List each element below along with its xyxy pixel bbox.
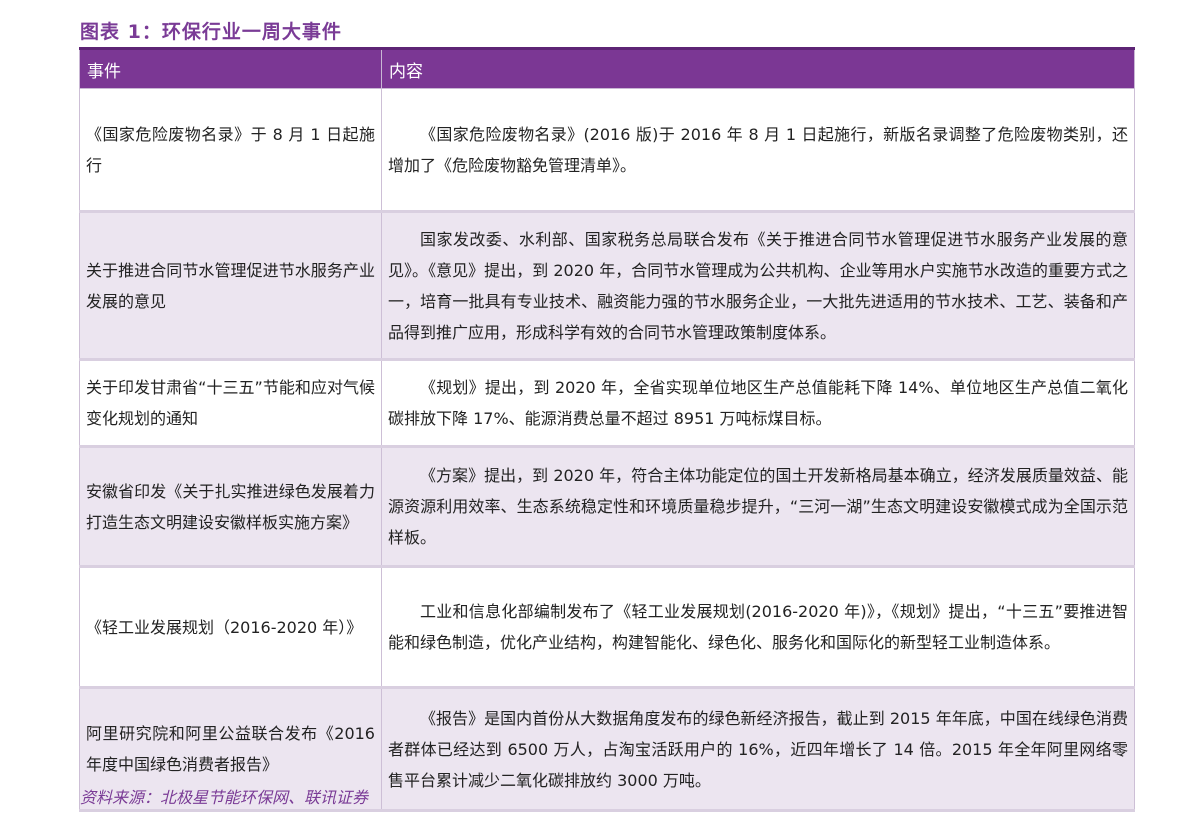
event-cell: 关于推进合同节水管理促进节水服务产业发展的意见 (79, 211, 382, 361)
table-row: 《国家危险废物名录》于 8 月 1 日起施行 《国家危险废物名录》(2016 版… (79, 88, 1135, 213)
content-cell: 工业和信息化部编制发布了《轻工业发展规划(2016-2020 年)》，《规划》提… (381, 566, 1135, 689)
table-row: 安徽省印发《关于扎实推进绿色发展着力打造生态文明建设安徽样板实施方案》 《方案》… (79, 446, 1135, 568)
event-cell: 《国家危险废物名录》于 8 月 1 日起施行 (79, 88, 382, 213)
table-row: 关于推进合同节水管理促进节水服务产业发展的意见 国家发改委、水利部、国家税务总局… (79, 211, 1135, 361)
event-cell: 《轻工业发展规划（2016-2020 年）》 (79, 566, 382, 689)
content-cell: 《方案》提出，到 2020 年，符合主体功能定位的国土开发新格局基本确立，经济发… (381, 446, 1135, 568)
content-cell: 《报告》是国内首份从大数据角度发布的绿色新经济报告，截止到 2015 年年底，中… (381, 687, 1135, 812)
table-row: 关于印发甘肃省“十三五”节能和应对气候变化规划的通知 《规划》提出，到 2020… (79, 359, 1135, 448)
figure-title: 图表 1：环保行业一周大事件 (80, 21, 342, 43)
event-cell: 阿里研究院和阿里公益联合发布《2016 年度中国绿色消费者报告》 (79, 687, 382, 812)
table-row: 《轻工业发展规划（2016-2020 年）》 工业和信息化部编制发布了《轻工业发… (79, 566, 1135, 689)
content-cell: 国家发改委、水利部、国家税务总局联合发布《关于推进合同节水管理促进节水服务产业发… (381, 211, 1135, 361)
content-cell: 《国家危险废物名录》(2016 版)于 2016 年 8 月 1 日起施行，新版… (381, 88, 1135, 213)
table-header-row: 事件 内容 (79, 47, 1135, 89)
content-cell: 《规划》提出，到 2020 年，全省实现单位地区生产总值能耗下降 14%、单位地… (381, 359, 1135, 448)
table-row: 阿里研究院和阿里公益联合发布《2016 年度中国绿色消费者报告》 《报告》是国内… (79, 687, 1135, 812)
event-cell: 关于印发甘肃省“十三五”节能和应对气候变化规划的通知 (79, 359, 382, 448)
event-cell: 安徽省印发《关于扎实推进绿色发展着力打造生态文明建设安徽样板实施方案》 (79, 446, 382, 568)
source-note: 资料来源：北极星节能环保网、联讯证券 (80, 788, 369, 807)
header-event: 事件 (79, 47, 382, 89)
header-content: 内容 (381, 47, 1135, 89)
events-table: 事件 内容 《国家危险废物名录》于 8 月 1 日起施行 《国家危险废物名录》(… (79, 47, 1135, 812)
